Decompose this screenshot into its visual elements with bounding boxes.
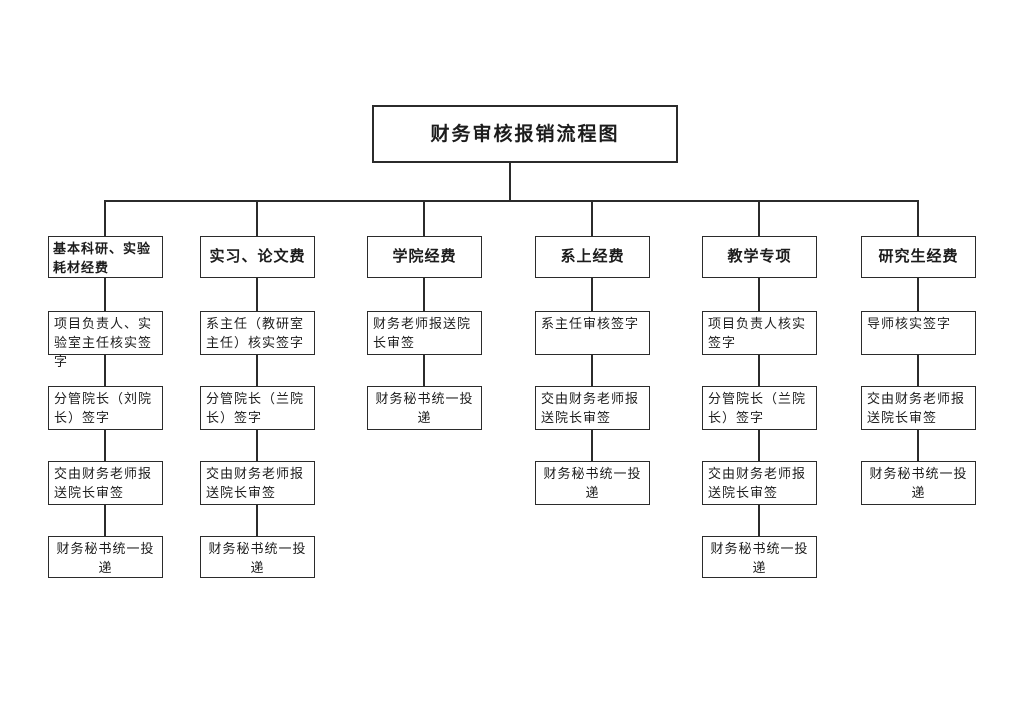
connector-col6-seg2	[917, 355, 919, 386]
connector-stub-col4	[591, 200, 593, 236]
node-col6-step3: 财务秘书统一投递	[861, 461, 976, 505]
node-col1-step4: 财务秘书统一投递	[48, 536, 163, 578]
node-col6-step1: 导师核实签字	[861, 311, 976, 355]
node-col2-step3: 交由财务老师报送院长审签	[200, 461, 315, 505]
node-col1-step2: 分管院长（刘院长）签字	[48, 386, 163, 430]
connector-bus	[104, 200, 919, 202]
node-col2-step1: 系主任（教研室主任）核实签字	[200, 311, 315, 355]
connector-col2-seg4	[256, 505, 258, 536]
node-col5-step3: 交由财务老师报送院长审签	[702, 461, 817, 505]
node-col1-step1: 项目负责人、实验室主任核实签字	[48, 311, 163, 369]
node-col6-step2: 交由财务老师报送院长审签	[861, 386, 976, 430]
connector-col6-seg3	[917, 430, 919, 461]
node-col5-header: 教学专项	[702, 236, 817, 278]
node-col5-step4: 财务秘书统一投递	[702, 536, 817, 578]
connector-stub-col6	[917, 200, 919, 236]
connector-col4-seg2	[591, 355, 593, 386]
connector-col2-seg1	[256, 278, 258, 311]
node-col1-step3: 交由财务老师报送院长审签	[48, 461, 163, 505]
connector-col5-seg2	[758, 355, 760, 386]
connector-col2-seg3	[256, 430, 258, 461]
connector-col1-seg3	[104, 430, 106, 461]
node-col4-step3: 财务秘书统一投递	[535, 461, 650, 505]
connector-col1-seg1	[104, 278, 106, 311]
node-col5-step1: 项目负责人核实签字	[702, 311, 817, 355]
connector-col4-seg3	[591, 430, 593, 461]
node-col5-step2: 分管院长（兰院长）签字	[702, 386, 817, 430]
node-col2-header: 实习、论文费	[200, 236, 315, 278]
connector-col1-seg4	[104, 505, 106, 536]
connector-col5-seg1	[758, 278, 760, 311]
connector-col3-seg1	[423, 278, 425, 311]
node-col2-step2: 分管院长（兰院长）签字	[200, 386, 315, 430]
connector-stub-col3	[423, 200, 425, 236]
connector-col4-seg1	[591, 278, 593, 311]
node-col1-header: 基本科研、实验耗材经费	[48, 236, 163, 278]
node-col3-step2: 财务秘书统一投递	[367, 386, 482, 430]
node-col4-step2: 交由财务老师报送院长审签	[535, 386, 650, 430]
node-col2-step4: 财务秘书统一投递	[200, 536, 315, 578]
connector-col1-seg2	[104, 355, 106, 386]
connector-title-drop	[509, 163, 511, 201]
connector-stub-col1	[104, 200, 106, 236]
node-col4-header: 系上经费	[535, 236, 650, 278]
node-col4-step1: 系主任审核签字	[535, 311, 650, 355]
connector-col5-seg3	[758, 430, 760, 461]
node-col6-header: 研究生经费	[861, 236, 976, 278]
connector-col5-seg4	[758, 505, 760, 536]
connector-col6-seg1	[917, 278, 919, 311]
node-col3-step1: 财务老师报送院长审签	[367, 311, 482, 355]
connector-stub-col2	[256, 200, 258, 236]
connector-stub-col5	[758, 200, 760, 236]
connector-col3-seg2	[423, 355, 425, 386]
flowchart-title: 财务审核报销流程图	[372, 105, 678, 163]
node-col3-header: 学院经费	[367, 236, 482, 278]
connector-col2-seg2	[256, 355, 258, 386]
